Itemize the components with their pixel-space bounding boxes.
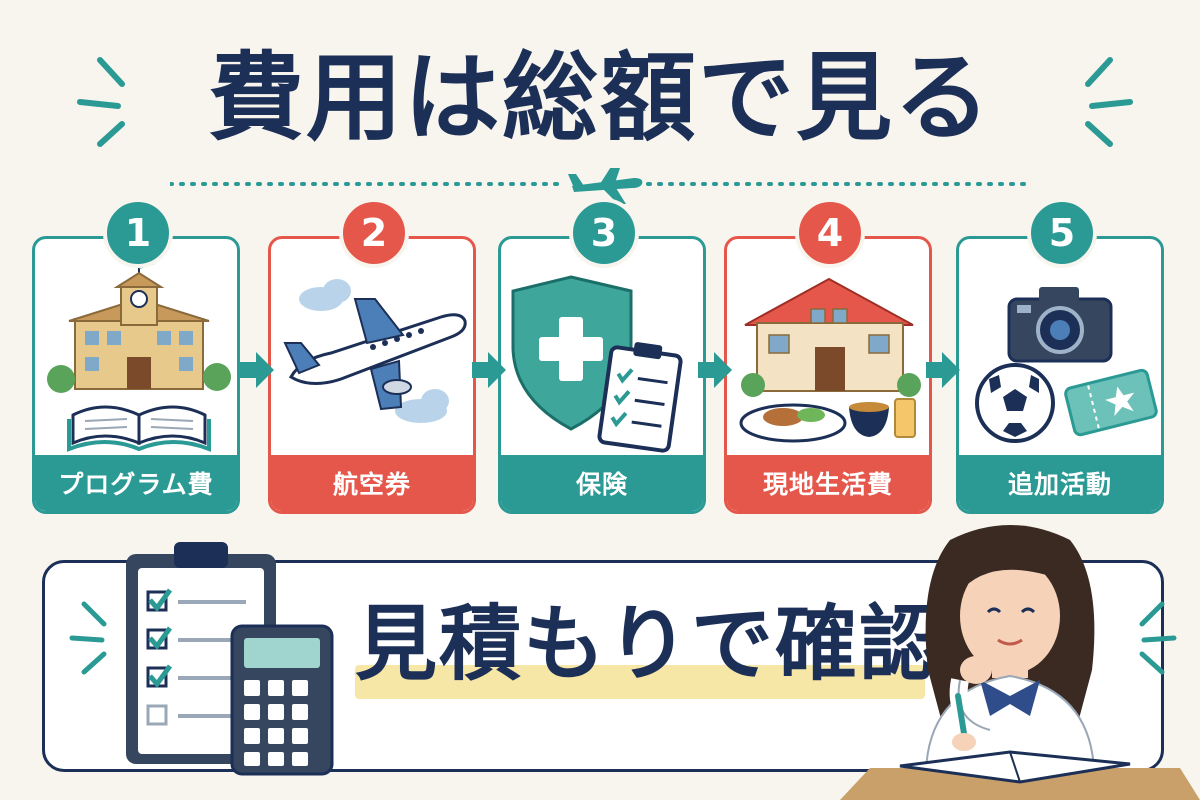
step-label-5: 追加活動 — [959, 455, 1161, 511]
step-card-4: 現地生活費 — [724, 236, 932, 514]
card-2-illustration — [283, 279, 467, 423]
step-card-2: 航空券 — [268, 236, 476, 514]
step-number-4: 4 — [795, 198, 865, 268]
card-4-illustration — [739, 277, 921, 443]
text-highlight — [355, 665, 925, 699]
step-label-3: 保険 — [501, 455, 703, 511]
arrow-right-icon — [926, 352, 960, 388]
step-label-4: 現地生活費 — [727, 455, 929, 511]
meal-icon — [739, 398, 916, 443]
dotted-divider — [170, 168, 1030, 204]
step-number-5: 5 — [1027, 198, 1097, 268]
notebook-icon — [899, 750, 1131, 784]
step-card-1: プログラム費 — [32, 236, 240, 514]
page-title: 費用は総額で見る — [208, 42, 992, 154]
arrow-right-icon — [698, 352, 732, 388]
panel-burst-right-icon — [1139, 601, 1177, 675]
camera-icon — [1007, 287, 1113, 363]
card-1-illustration — [47, 259, 231, 452]
title-burst-right-icon — [1085, 57, 1133, 147]
student-girl-icon — [840, 525, 1200, 800]
school-building-icon — [47, 259, 231, 393]
card-5-illustration — [975, 287, 1158, 443]
card-3-illustration — [511, 275, 683, 453]
title-burst-left-icon — [77, 57, 125, 147]
cloud-icon — [299, 279, 449, 423]
soccer-ball-icon — [975, 363, 1055, 443]
arrow-right-icon — [472, 352, 506, 388]
airplane-icon — [283, 298, 467, 411]
open-book-icon — [67, 405, 211, 452]
estimate-heading: 見積もりで確認 — [355, 597, 944, 692]
panel-burst-left-icon — [69, 601, 107, 675]
clipboard-checklist-icon — [597, 342, 683, 453]
calculator-icon — [230, 624, 334, 776]
estimate-clipboard-icon — [126, 542, 334, 776]
step-label-1: プログラム費 — [35, 455, 237, 511]
arrow-right-icon — [240, 352, 274, 388]
pen-icon — [952, 693, 976, 751]
divider-airplane-icon — [568, 168, 643, 204]
step-number-2: 2 — [339, 198, 409, 268]
step-card-5: 追加活動 — [956, 236, 1164, 514]
step-number-1: 1 — [103, 198, 173, 268]
step-card-3: 保険 — [498, 236, 706, 514]
step-number-3: 3 — [569, 198, 639, 268]
ticket-icon — [1064, 368, 1158, 437]
step-label-2: 航空券 — [271, 455, 473, 511]
house-icon — [741, 277, 921, 397]
